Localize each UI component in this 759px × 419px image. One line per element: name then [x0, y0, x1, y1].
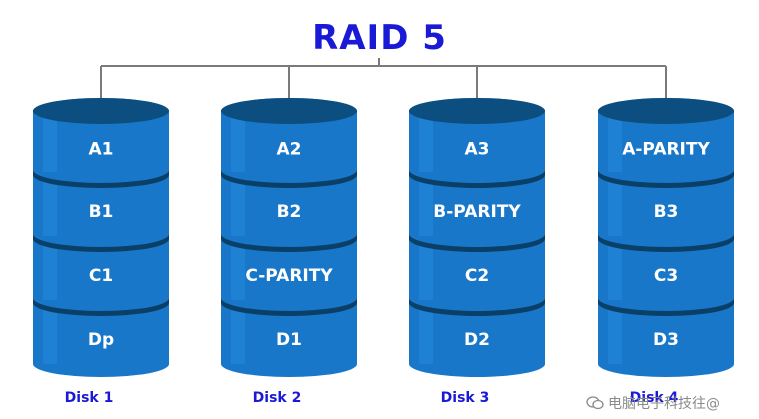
block-label: A1: [89, 140, 114, 160]
segment-highlight: [43, 242, 57, 300]
block-label: A3: [465, 140, 490, 160]
block-label: C1: [89, 266, 113, 286]
block-label: A2: [277, 140, 302, 160]
block-label: B-PARITY: [433, 202, 521, 222]
disk-1: Dp C1 B1 A1: [33, 98, 169, 377]
diagram-title: RAID 5: [312, 18, 447, 58]
watermark-text: 电脑电子科技往@: [608, 396, 720, 412]
segment-highlight: [608, 117, 622, 172]
disk-label-3: Disk 3: [440, 390, 490, 406]
block-label: A-PARITY: [622, 140, 710, 160]
segment-highlight: [231, 117, 245, 172]
block-label: C3: [654, 266, 678, 286]
block-label: C2: [465, 266, 489, 286]
block-label: B1: [89, 202, 114, 222]
block-label: B2: [277, 202, 302, 222]
disk-3-top-cap: [409, 98, 545, 124]
watermark: 电脑电子科技往@: [586, 393, 756, 413]
segment-highlight: [419, 178, 433, 236]
segment-separator: [221, 298, 357, 316]
disk-label-1: Disk 1: [64, 390, 114, 406]
segment-highlight: [419, 306, 433, 364]
segment-highlight: [419, 117, 433, 172]
segment-highlight: [231, 306, 245, 364]
connector-lines: [100, 58, 667, 115]
disk-2-top-cap: [221, 98, 357, 124]
segment-highlight: [608, 178, 622, 236]
segment-highlight: [231, 242, 245, 300]
disk-4: D3 C3 B3 A-PARITY: [598, 98, 734, 377]
segment-highlight: [231, 178, 245, 236]
block-label: D1: [276, 330, 302, 350]
segment-highlight: [43, 306, 57, 364]
disk-4-top-cap: [598, 98, 734, 124]
segment-separator: [33, 234, 169, 252]
segment-separator: [598, 234, 734, 252]
block-label: B3: [654, 202, 679, 222]
disk-label-4: Disk 4: [629, 390, 679, 406]
block-label: C-PARITY: [245, 266, 333, 286]
segment-separator: [598, 170, 734, 188]
segment-highlight: [608, 242, 622, 300]
disk-1-top-cap: [33, 98, 169, 124]
segment-separator: [221, 234, 357, 252]
segment-separator: [409, 170, 545, 188]
segment-separator: [33, 298, 169, 316]
block-label: Dp: [88, 330, 114, 350]
segment-highlight: [419, 242, 433, 300]
segment-highlight: [608, 306, 622, 364]
block-label: D2: [464, 330, 490, 350]
block-label: D3: [653, 330, 679, 350]
segment-highlight: [43, 178, 57, 236]
segment-separator: [409, 298, 545, 316]
segment-highlight: [43, 117, 57, 172]
segment-separator: [33, 170, 169, 188]
segment-separator: [598, 298, 734, 316]
segment-separator: [221, 170, 357, 188]
segment-separator: [409, 234, 545, 252]
disk-3: D2 C2 B-PARITY A3: [409, 98, 545, 377]
wechat-icon: [586, 396, 604, 410]
disk-label-2: Disk 2: [252, 390, 302, 406]
disk-2: D1 C-PARITY B2 A2: [221, 98, 357, 377]
